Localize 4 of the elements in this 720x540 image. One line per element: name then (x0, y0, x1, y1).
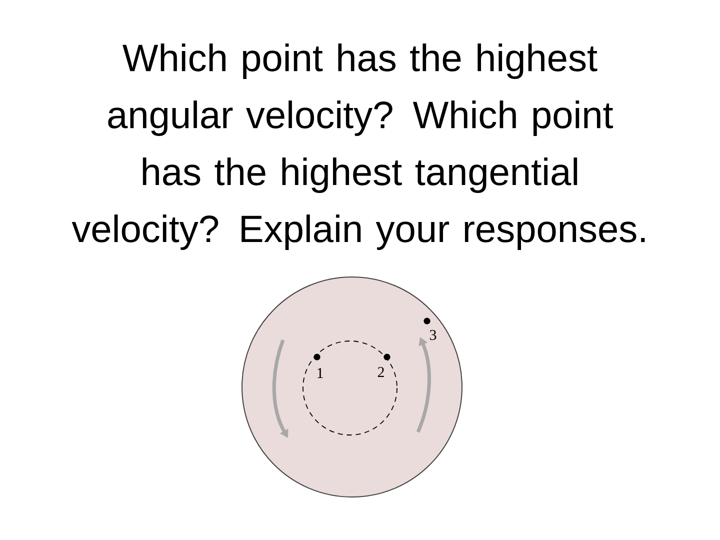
point-number: 3 (430, 330, 436, 340)
point-number: 1 (318, 368, 323, 378)
point-number: 2 (378, 367, 384, 377)
title: Which point has the highest angular velocity? Which point has the highest tangential velocity? Explain your responses. (72, 44, 645, 250)
